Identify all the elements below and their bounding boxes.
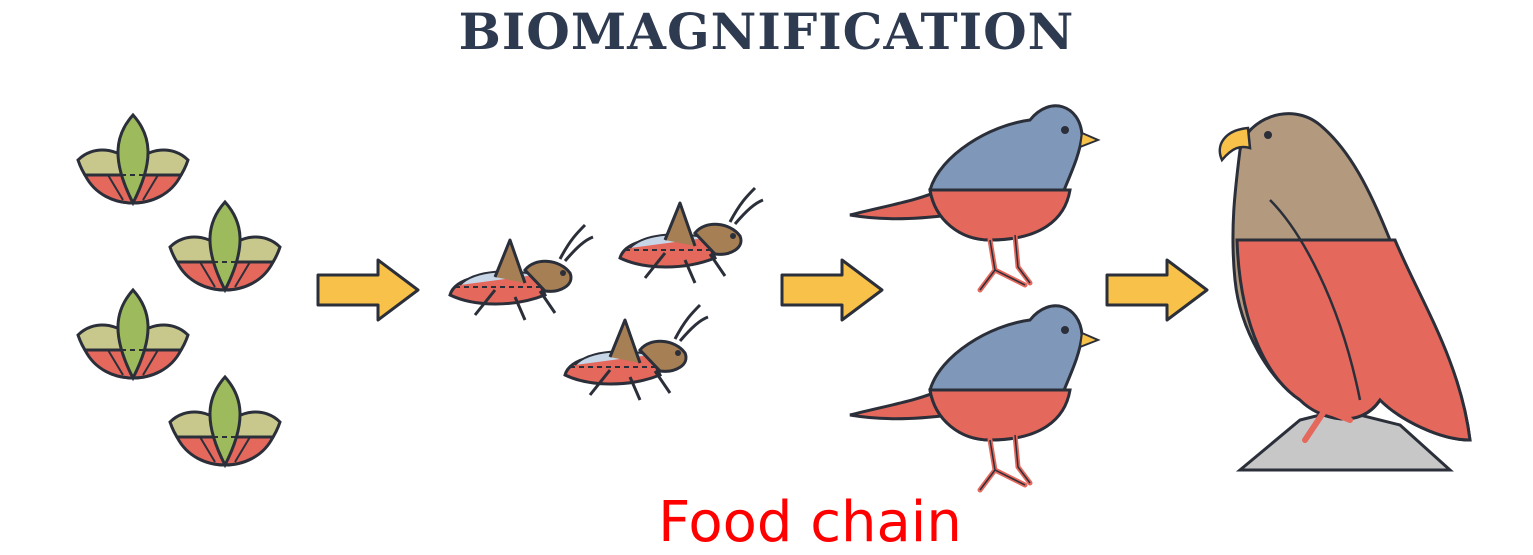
food-chain-caption: Food chain xyxy=(0,490,1533,555)
small-birds-group xyxy=(850,106,1098,490)
grasshopper-icon xyxy=(450,225,593,320)
plant-icon xyxy=(170,377,280,465)
eagle-toxin-fill xyxy=(1237,240,1470,440)
eagle-group xyxy=(1220,114,1470,470)
plant-icon xyxy=(170,202,280,290)
arrow-icon xyxy=(318,260,418,320)
arrow-icon xyxy=(782,260,882,320)
small-bird-icon xyxy=(850,306,1098,490)
grasshoppers-group xyxy=(450,188,763,400)
arrow-icon xyxy=(1107,260,1207,320)
plant-icon xyxy=(78,115,188,203)
grasshopper-icon xyxy=(620,188,763,283)
plants-group xyxy=(78,115,280,465)
grasshopper-icon xyxy=(565,305,708,400)
plant-icon xyxy=(78,290,188,378)
small-bird-icon xyxy=(850,106,1098,290)
